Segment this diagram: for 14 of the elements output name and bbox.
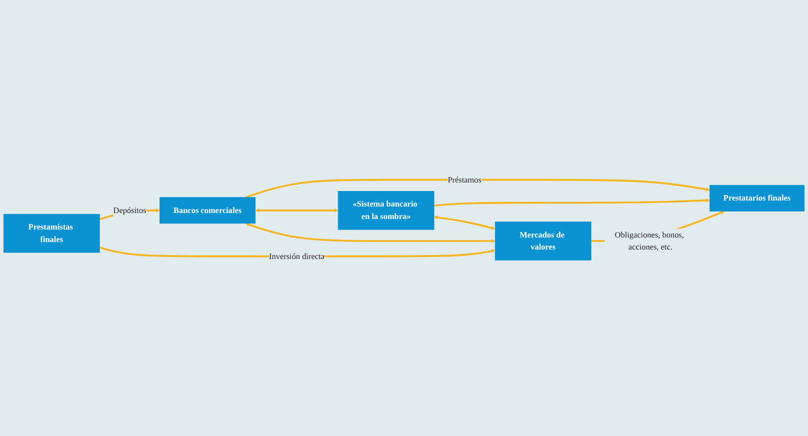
edge-label: Préstamos <box>448 174 482 184</box>
arrow <box>434 198 710 207</box>
arrow <box>245 222 496 243</box>
node-box: Prestatarios finales <box>710 184 805 212</box>
arrow <box>434 215 496 230</box>
edge-label: Inversión directa <box>269 251 324 261</box>
arrow <box>255 208 338 212</box>
edge-label: Obligaciones, bonos, acciones, etc. <box>614 230 684 252</box>
arrow <box>245 178 710 198</box>
node-box: Bancos comerciales <box>160 197 256 224</box>
node-box: «Sistema bancario en la sombra» <box>338 190 434 230</box>
node-box: Prestamistas finales <box>3 214 100 253</box>
node-box: Mercados de valores <box>494 222 592 260</box>
edge-label: Depósitos <box>113 206 146 215</box>
